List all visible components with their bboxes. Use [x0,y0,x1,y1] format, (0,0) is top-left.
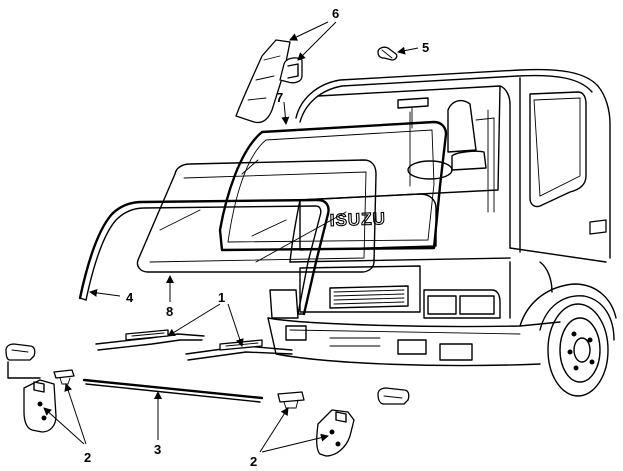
plug-part [377,46,398,61]
callout-leaders [43,21,419,453]
callout-2-left: 2 [84,450,91,465]
cowl-strip [82,378,264,403]
mirror-assembly-right [277,387,410,457]
isuzu-brand-text: ISUZU [329,209,386,230]
callout-7: 7 [276,90,283,105]
callout-1: 1 [218,290,225,305]
truck-cab [267,68,617,397]
callout-labels: 6 5 7 4 8 1 3 2 2 [84,6,429,469]
callout-6: 6 [332,6,339,21]
callout-4: 4 [126,290,134,305]
weatherstrip-frame [218,120,448,252]
callout-3: 3 [154,442,161,457]
callout-2-right: 2 [250,454,257,469]
pillar-trim-and-handle [235,39,303,124]
callout-8: 8 [166,304,173,319]
wiper-arms [95,329,293,361]
mirror-assembly-left [5,343,75,433]
callout-5: 5 [422,40,429,55]
windshield-glass [136,159,377,273]
windshield-moulding [78,198,330,316]
